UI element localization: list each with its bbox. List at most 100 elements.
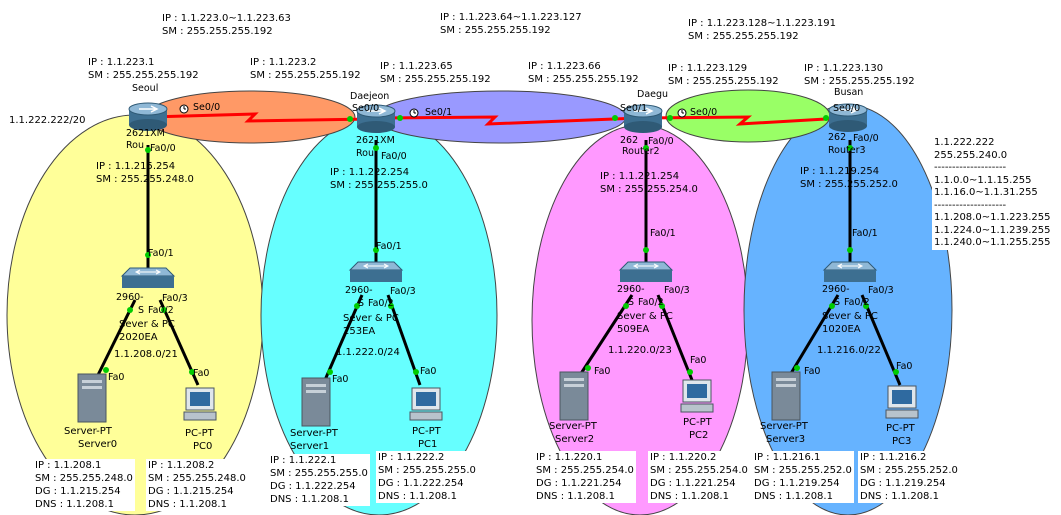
summary-ip: 1.1.222.222 [934,137,995,148]
switch-icon-busan[interactable] [822,261,878,282]
device-name: PC0 [193,441,213,452]
daejeon-serial-port2: Se0/1 [425,107,453,118]
wan2-range-sm: SM : 255.255.255.192 [440,25,551,36]
cfg-dns: DNS : 1.1.208.1 [754,491,833,502]
router-icon-daegu[interactable] [623,104,663,133]
server0-port: Fa0 [108,372,125,383]
router1-lan-addr: IP : 1.1.222.254 SM : 255.255.255.0 [330,166,428,192]
cfg-ip: IP : 1.1.220.2 [650,452,717,463]
serial-link-seoul-daejeon[interactable] [149,112,373,123]
busan-serial-port: Se0/0 [833,103,861,114]
serial-link-daejeon-daegu[interactable] [375,115,639,126]
router1-name: Rou [356,148,375,159]
addr-sm: SM : 255.255.255.0 [330,180,428,191]
cfg-dns: DNS : 1.1.208.1 [650,491,729,502]
device-type: PC-PT [185,428,214,439]
server-icon-0[interactable] [77,373,107,423]
switch3-pc-port: Fa0/3 [868,285,894,296]
addr-ip: IP : 1.1.223.2 [250,57,317,68]
link-switch-server2[interactable] [578,294,634,376]
cfg-ip: IP : 1.1.220.1 [536,452,603,463]
link-switch-server3[interactable] [788,294,840,376]
server-icon-1[interactable] [301,377,331,427]
cfg-ip: IP : 1.1.208.2 [148,460,215,471]
serial-link-daegu-busan[interactable] [641,115,844,126]
router3-model: 262 [828,132,847,143]
site-daejeon: Daejeon [350,91,390,102]
link-switch-pc3[interactable] [860,294,902,386]
switch0-letter: S [138,305,145,316]
cfg-sm: SM : 255.255.252.0 [860,465,958,476]
server2-port: Fa0 [594,366,611,377]
server-icon-2[interactable] [559,371,589,421]
device-type: Server-PT [64,426,112,437]
server-icon-3[interactable] [771,371,801,421]
switch1-model: 2960- [345,285,373,296]
device-name: Server0 [78,439,118,450]
addr-sm: SM : 255.255.254.0 [600,184,698,195]
addr-ip: IP : 1.1.223.65 [380,61,453,72]
addr-sm: SM : 255.255.255.192 [668,76,779,87]
wan2-range: IP : 1.1.223.64~1.1.223.127 SM : 255.255.… [440,11,582,37]
pc0-label: PC-PT PC0 [185,427,214,453]
site-daegu: Daegu [637,89,669,100]
summary-mask: 255.255.240.0 [934,149,1008,161]
switch2-uplink-port: Fa0/1 [650,228,676,239]
device-type: Server-PT [290,428,338,439]
addr-sm: SM : 255.255.255.192 [88,70,199,81]
addr-ip: IP : 1.1.221.254 [600,171,680,182]
link-switch-server1[interactable] [323,294,364,381]
cfg-sm: SM : 255.255.248.0 [35,473,133,484]
wan2-range-ip: IP : 1.1.223.64~1.1.223.127 [440,12,582,23]
switch-icon-daegu[interactable] [618,261,674,282]
addr-ip: IP : 1.1.222.254 [330,167,410,178]
addr-sm: SM : 255.255.248.0 [96,174,194,185]
addr-ip: IP : 1.1.223.1 [88,57,155,68]
cfg-dns: DNS : 1.1.208.1 [148,499,227,510]
device-type: Server-PT [760,421,808,432]
cfg-sm: SM : 255.255.254.0 [536,465,634,476]
switch3-uplink-port: Fa0/1 [852,228,878,239]
cfg-dg: DG : 1.1.221.254 [650,478,736,489]
router-icon-seoul[interactable] [128,102,168,131]
switch-icon-daejeon[interactable] [348,261,404,282]
pc3-port: Fa0 [896,361,913,372]
summary-sep-2: -------------------- [934,199,1007,211]
cfg-dg: DG : 1.1.222.254 [270,481,356,492]
switch-icon-seoul[interactable] [120,267,176,288]
cfg-ip: IP : 1.1.222.2 [378,452,445,463]
daegu-serial-port: Se0/1 [620,103,648,114]
summary-sep-1: -------------------- [934,162,1007,173]
router-icon-busan[interactable] [828,103,868,132]
router3-fa-port: Fa0/0 [853,133,879,144]
switch2-server-port: Fa0/2 [638,297,664,308]
pc2-port: Fa0 [690,355,707,366]
pc-icon-1[interactable] [409,387,443,421]
device-name: Server2 [555,434,595,445]
cfg-dns: DNS : 1.1.208.1 [536,491,615,502]
cfg-ip: IP : 1.1.216.1 [754,452,821,463]
pc1-port: Fa0 [420,366,437,377]
seoul-serial-port: Se0/0 [193,102,221,113]
pc-icon-0[interactable] [183,387,217,421]
pc-icon-3[interactable] [885,385,919,419]
device-name: PC2 [689,430,709,441]
pc-icon-2[interactable] [680,379,714,413]
router-icon-daejeon[interactable] [356,104,396,133]
addr-ip: IP : 1.1.223.130 [804,63,884,74]
